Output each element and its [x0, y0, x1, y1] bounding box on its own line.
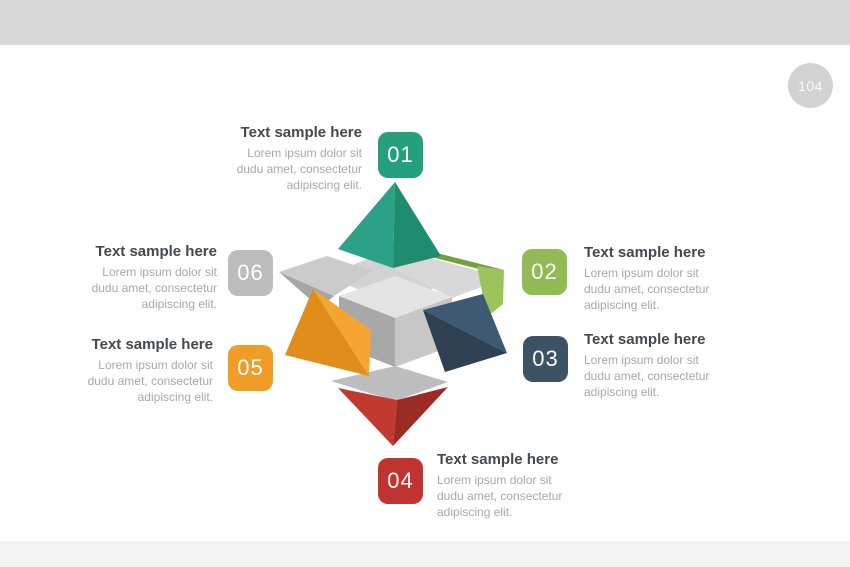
item-04-text[interactable]: Text sample here Lorem ipsum dolor sit d…	[437, 451, 597, 520]
badge-number: 05	[237, 355, 264, 380]
page-number: 104	[798, 77, 823, 94]
cube-pyramids-graphic[interactable]	[262, 175, 514, 457]
red-pyramid-light-face	[338, 388, 397, 446]
badge-03[interactable]: 03	[523, 336, 568, 382]
item-01-text[interactable]: Text sample here Lorem ipsum dolor sit d…	[202, 124, 362, 193]
teal-pyramid-light-face	[338, 182, 395, 268]
navy-pyramid-light-face	[423, 294, 507, 353]
item-02-text[interactable]: Text sample here Lorem ipsum dolor sit d…	[584, 244, 744, 313]
badge-number: 04	[387, 468, 414, 493]
orange-pyramid-light-face	[313, 289, 371, 376]
item-title: Text sample here	[240, 124, 362, 141]
item-title: Text sample here	[95, 243, 217, 260]
orange-pyramid-dark-face	[285, 289, 369, 376]
item-body: Lorem ipsum dolor sit dudu amet, consect…	[584, 266, 710, 312]
cube-top-face	[339, 276, 452, 318]
bottom-pedestal	[331, 366, 448, 401]
badge-05[interactable]: 05	[228, 345, 273, 391]
badge-06[interactable]: 06	[228, 250, 273, 296]
item-title: Text sample here	[91, 336, 213, 353]
item-title: Text sample here	[437, 451, 559, 468]
badge-number: 01	[387, 142, 414, 167]
gray-pyramid-top-face	[279, 256, 372, 296]
top-band	[0, 0, 850, 45]
badge-number: 03	[532, 346, 559, 371]
item-title: Text sample here	[584, 331, 706, 348]
badge-number: 06	[237, 260, 264, 285]
red-pyramid-dark-face	[393, 387, 448, 446]
teal-pyramid-dark-face	[393, 182, 441, 268]
bottom-band	[0, 541, 850, 567]
item-05-text[interactable]: Text sample here Lorem ipsum dolor sit d…	[53, 336, 213, 405]
item-body: Lorem ipsum dolor sit dudu amet, consect…	[437, 473, 563, 519]
item-body: Lorem ipsum dolor sit dudu amet, consect…	[584, 353, 710, 399]
badge-01[interactable]: 01	[378, 132, 423, 178]
item-title: Text sample here	[584, 244, 706, 261]
page-number-badge: 104	[788, 63, 833, 108]
badge-number: 02	[531, 259, 558, 284]
item-06-text[interactable]: Text sample here Lorem ipsum dolor sit d…	[57, 243, 217, 312]
badge-04[interactable]: 04	[378, 458, 423, 504]
green-pyramid-light-face	[477, 266, 504, 317]
navy-pyramid-dark-face	[423, 310, 507, 372]
item-body: Lorem ipsum dolor sit dudu amet, consect…	[87, 358, 213, 404]
badge-02[interactable]: 02	[522, 249, 567, 295]
item-body: Lorem ipsum dolor sit dudu amet, consect…	[91, 265, 217, 311]
item-body: Lorem ipsum dolor sit dudu amet, consect…	[236, 146, 362, 192]
item-03-text[interactable]: Text sample here Lorem ipsum dolor sit d…	[584, 331, 744, 400]
gray-beam-right	[393, 256, 504, 298]
